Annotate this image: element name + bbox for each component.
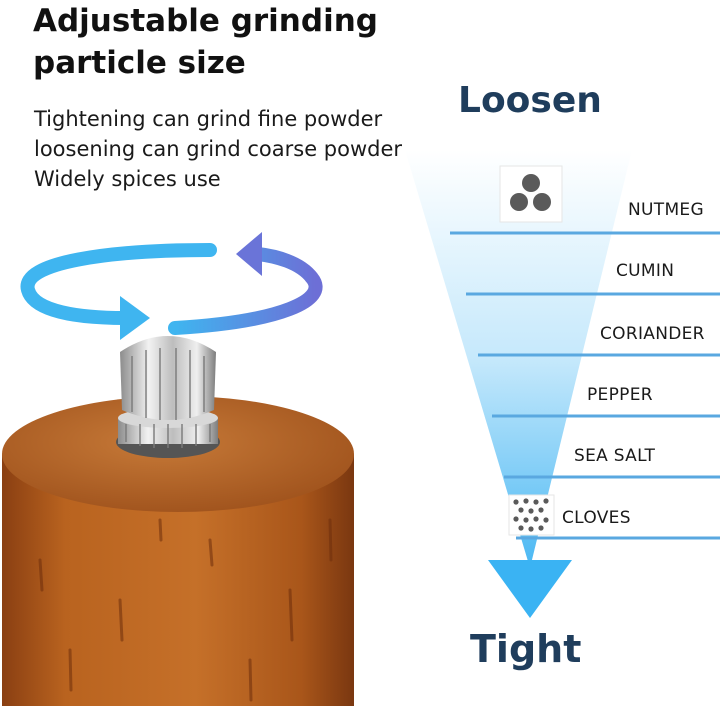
down-arrow-icon — [488, 560, 572, 618]
fine-particles-icon — [508, 494, 555, 536]
headline: Adjustable grinding particle size — [33, 0, 378, 84]
description: Tightening can grind fine powder looseni… — [34, 104, 402, 194]
level-lines — [450, 231, 720, 540]
tight-label: Tight — [470, 627, 582, 671]
spice-label-nutmeg: NUTMEG — [628, 200, 704, 220]
grind-scale-funnel — [405, 150, 632, 618]
description-line-1: Tightening can grind fine powder — [34, 107, 383, 131]
description-line-2: loosening can grind coarse powder — [34, 137, 403, 161]
rotate-arrows-icon — [20, 232, 323, 340]
spice-label-sea-salt: SEA SALT — [574, 446, 656, 466]
spice-label-pepper: PEPPER — [587, 385, 653, 405]
coarse-particles-icon — [499, 165, 563, 223]
spice-label-cloves: CLOVES — [562, 508, 631, 528]
headline-line-2: particle size — [33, 45, 246, 81]
spice-label-coriander: CORIANDER — [600, 324, 705, 344]
adjustment-knob — [116, 336, 220, 458]
headline-line-1: Adjustable grinding — [33, 3, 378, 39]
loosen-label: Loosen — [458, 80, 602, 121]
spice-label-cumin: CUMIN — [616, 261, 675, 281]
description-line-3: Widely spices use — [34, 167, 221, 191]
